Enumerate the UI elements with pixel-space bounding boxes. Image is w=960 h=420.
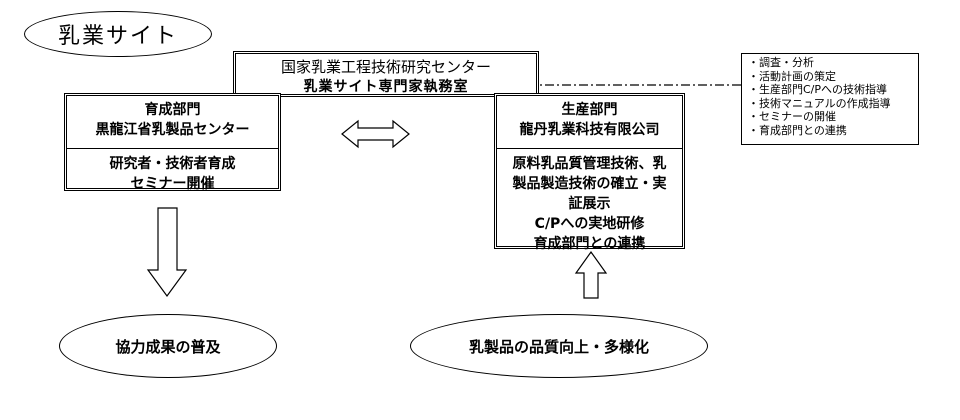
task-item: ・活動計画の策定 (748, 69, 836, 83)
task-item: ・セミナーの開催 (748, 110, 836, 123)
center-office-box: 国家乳業工程技術研究センター 乳業サイト専門家執務室 (233, 51, 539, 97)
outcome-dissemination-ellipse: 協力成果の普及 (59, 314, 277, 378)
production-dept-line: 原料乳品質管理技術、乳 (512, 156, 667, 172)
training-dept-title: 育成部門 (144, 102, 201, 118)
training-dept-header: 育成部門 黒龍江省乳製品センター (67, 96, 278, 149)
task-item: ・調査・分析 (748, 56, 814, 69)
training-dept-box: 育成部門 黒龍江省乳製品センター 研究者・技術者育成 セミナー開催 (64, 93, 281, 194)
production-dept-body: 原料乳品質管理技術、乳 製品製造技術の確立・実 証展示 C/Pへの実地研修 育成… (497, 149, 682, 254)
outcome-dissemination-label: 協力成果の普及 (115, 337, 221, 356)
down-arrow-icon (146, 207, 188, 298)
training-dept-org: 黒龍江省乳製品センター (95, 122, 250, 138)
task-item: ・技術マニュアルの作成指導 (748, 96, 891, 110)
office-tasks-box: ・調査・分析 ・活動計画の策定 ・生産部門C/Pへの技術指導 ・技術マニュアルの… (741, 53, 919, 145)
production-dept-line: C/Pへの実地研修 (534, 216, 645, 232)
training-dept-line: セミナー開催 (130, 176, 215, 192)
production-dept-line: 証展示 (568, 196, 611, 212)
production-dept-box: 生産部門 龍丹乳業科技有限公司 原料乳品質管理技術、乳 製品製造技術の確立・実 … (494, 93, 685, 252)
production-dept-line: 育成部門との連携 (533, 236, 646, 252)
outcome-quality-label: 乳製品の品質向上・多様化 (468, 337, 649, 356)
production-dept-org: 龍丹乳業科技有限公司 (519, 122, 660, 138)
diagram-title: 乳業サイト (57, 24, 178, 49)
production-dept-line: 製品製造技術の確立・実 (512, 176, 667, 192)
task-item: ・生産部門C/Pへの技術指導 (748, 83, 888, 96)
production-dept-title: 生産部門 (561, 102, 618, 118)
title-ellipse: 乳業サイト (24, 11, 212, 57)
up-arrow-icon (574, 250, 608, 299)
center-office-subname: 乳業サイト専門家執務室 (303, 79, 469, 95)
training-dept-body: 研究者・技術者育成 セミナー開催 (67, 149, 278, 194)
task-item: ・育成部門との連携 (748, 123, 847, 137)
production-dept-header: 生産部門 龍丹乳業科技有限公司 (497, 96, 682, 149)
center-office-name: 国家乳業工程技術研究センター (280, 58, 491, 76)
training-dept-line: 研究者・技術者育成 (109, 156, 236, 172)
outcome-quality-ellipse: 乳製品の品質向上・多様化 (410, 314, 708, 378)
double-arrow-icon (341, 119, 410, 149)
